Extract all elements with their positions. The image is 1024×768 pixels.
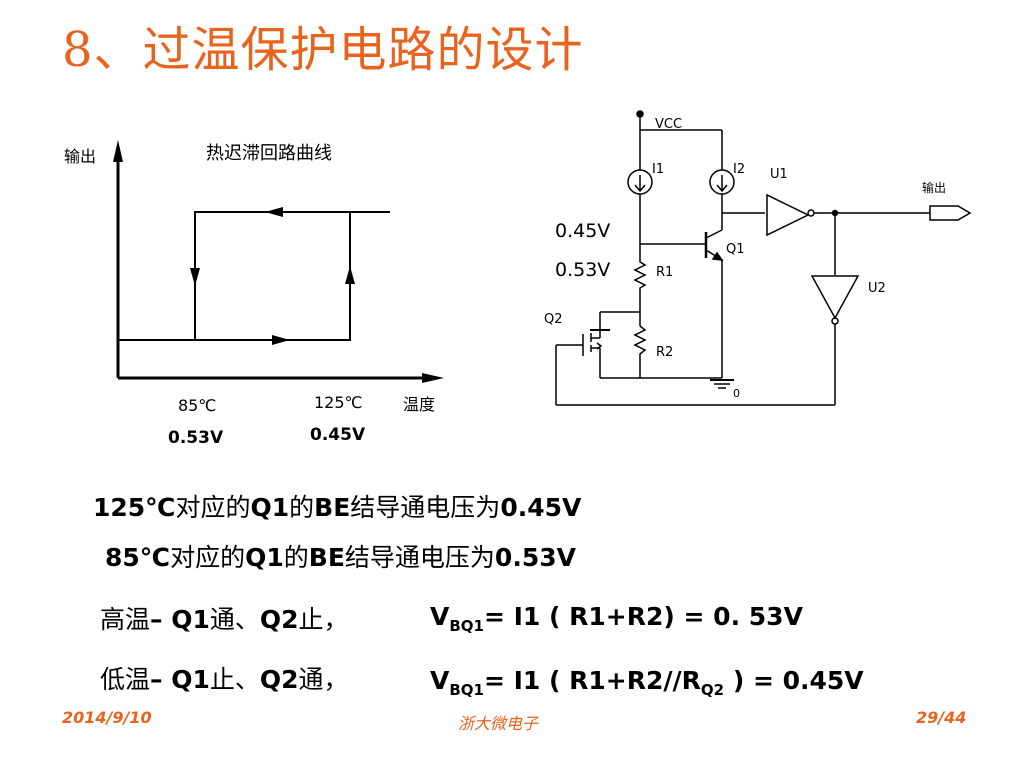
arrow-left-icon — [265, 207, 283, 217]
voltage-label-053: 0.53V — [555, 259, 610, 281]
i2-label: I2 — [733, 162, 745, 177]
voltage-label-low: 0.53V — [168, 428, 224, 448]
voltage-label-045: 0.45V — [555, 220, 610, 242]
y-axis-arrow — [113, 140, 123, 162]
footer-organization: 浙大微电子 — [458, 714, 539, 733]
voltage-label-high: 0.45V — [310, 425, 366, 445]
hysteresis-upper-path — [194, 211, 390, 340]
x-axis-label: 温度 — [403, 395, 435, 414]
resistor-r2-icon — [633, 325, 647, 378]
resistor-r1-icon — [633, 258, 647, 312]
inverter-u1-icon — [766, 193, 810, 237]
note-line-3: 高温– Q1通、Q2止， — [100, 605, 349, 634]
r1-label: R1 — [656, 265, 673, 280]
arrow-down-icon — [190, 268, 200, 286]
inverter-u2-icon — [810, 275, 860, 320]
slide-title: 8、过温保护电路的设计 — [62, 22, 584, 78]
arrow-up-icon — [345, 266, 355, 284]
tick-label-high: 125℃ — [314, 393, 363, 412]
note-line-1: 125℃对应的Q1的BE结导通电压为0.45V — [93, 493, 582, 522]
vcc-node — [636, 110, 644, 118]
r2-label: R2 — [656, 345, 673, 360]
u2-label: U2 — [868, 281, 886, 296]
footer-date: 2014/9/10 — [62, 708, 152, 727]
note-line-4: 低温– Q1止、Q2通， — [100, 665, 349, 694]
q2-label: Q2 — [544, 312, 563, 327]
x-axis-arrow — [422, 373, 444, 383]
tick-label-low: 85℃ — [178, 396, 216, 415]
graph-title: 热迟滞回路曲线 — [206, 143, 332, 164]
output-port-icon — [929, 205, 972, 221]
note-line-2: 85℃对应的Q1的BE结导通电压为0.53V — [105, 543, 576, 572]
y-axis-label: 输出 — [64, 147, 96, 166]
formula-low-temp: VBQ1= I1 ( R1+R2//RQ2 ) = 0.45V — [430, 666, 864, 699]
i1-label: I1 — [652, 162, 664, 177]
inverter-u1-bubble — [807, 209, 815, 217]
arrow-right-icon — [272, 335, 290, 345]
q1-label: Q1 — [726, 242, 745, 257]
u1-label: U1 — [770, 167, 788, 182]
vcc-label: VCC — [655, 117, 682, 132]
formula-high-temp: VBQ1= I1 ( R1+R2) = 0. 53V — [430, 602, 803, 635]
output-label: 输出 — [922, 180, 946, 195]
footer-page-number: 29/44 — [916, 708, 967, 727]
ground-label: 0 — [733, 387, 740, 400]
